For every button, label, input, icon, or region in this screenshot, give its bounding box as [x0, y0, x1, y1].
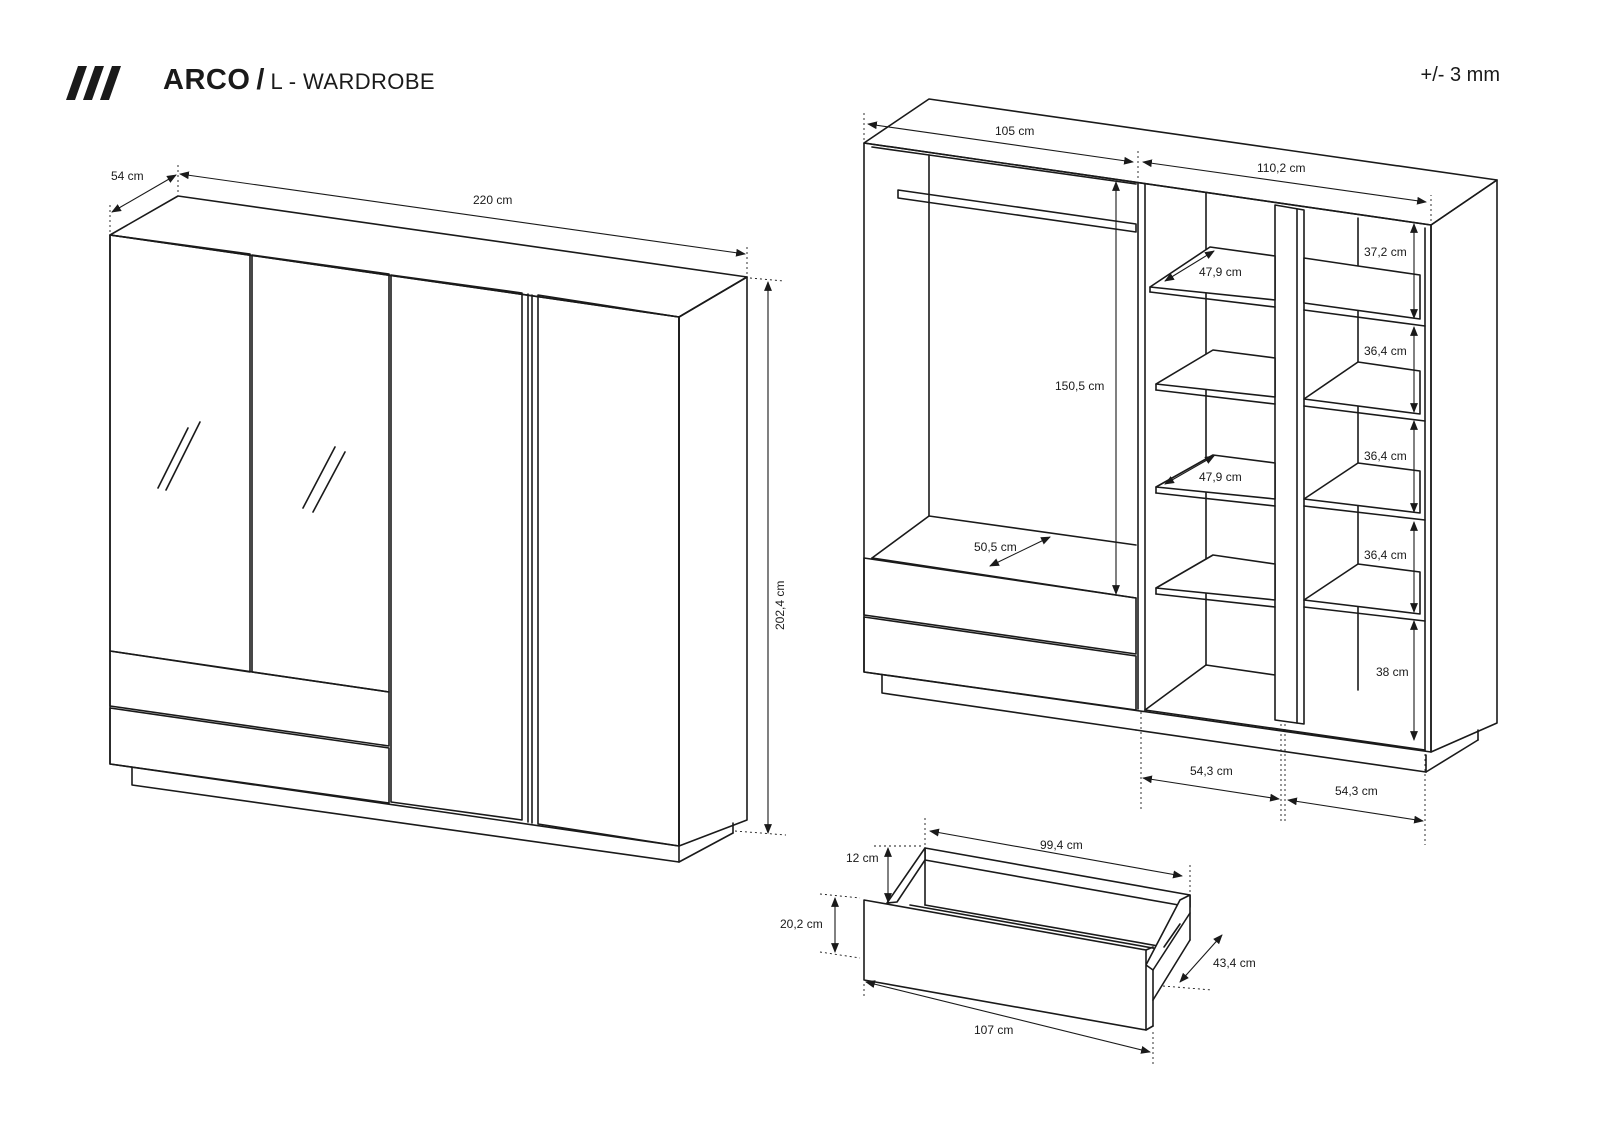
- hanging-rail: [897, 189, 1137, 233]
- interior-drawer-lower: [863, 616, 1137, 711]
- dimension-shelf-gaps: 37,2 cm 36,4 cm 36,4 cm 36,4 cm 38 cm: [1364, 223, 1418, 741]
- shelf-gap-5-label: 38 cm: [1376, 665, 1409, 679]
- door-4-panel: [537, 294, 680, 847]
- dimension-drawer-inner-width: 99,4 cm: [924, 818, 1191, 892]
- dimension-right-section-width: 110,2 cm: [1142, 159, 1432, 221]
- bay-width-left-label: 54,3 cm: [1190, 764, 1233, 778]
- height-label: 202,4 cm: [773, 581, 787, 630]
- exterior-drawer-lower: [109, 707, 390, 804]
- bay-width-right-label: 54,3 cm: [1335, 784, 1378, 798]
- interior-side-panel: [1430, 179, 1498, 753]
- drawer-view: 99,4 cm 12 cm 20,2 cm 43,4 cm 107 cm: [780, 818, 1256, 1066]
- mirror-marks-door-1: [157, 421, 201, 491]
- drawer-left-side: [886, 847, 926, 904]
- shelf-gap-3-label: 36,4 cm: [1364, 449, 1407, 463]
- door-1-panel: [109, 234, 251, 673]
- shelves-right-bay: [1303, 257, 1426, 622]
- page-title: ARCO/L - WARDROBE: [163, 64, 435, 97]
- dimension-bay-widths: 54,3 cm 54,3 cm: [1140, 712, 1426, 845]
- dimension-shelf-depth-mid: 47,9 cm: [1164, 455, 1242, 485]
- door-3-panel: [390, 274, 523, 821]
- exterior-front-frame: [109, 234, 680, 847]
- dimension-shelf-depth-top: 47,9 cm: [1164, 250, 1242, 282]
- brand-name: ARCO: [163, 64, 251, 96]
- exterior-wardrobe-view: 54 cm 220 cm 202,4 cm: [109, 165, 787, 863]
- center-partition: [1274, 204, 1305, 725]
- drawer-inner-width-label: 99,4 cm: [1040, 838, 1083, 852]
- dimension-bottom-depth: 50,5 cm: [974, 536, 1051, 567]
- right-section-width-label: 110,2 cm: [1257, 161, 1305, 175]
- shelf-depth-mid-label: 47,9 cm: [1199, 470, 1242, 484]
- dimension-width-exterior: 220 cm: [179, 171, 748, 274]
- dimension-depth-exterior: 54 cm: [109, 165, 179, 232]
- shelf-gap-1-label: 37,2 cm: [1364, 245, 1407, 259]
- drawer-right-side: [1145, 894, 1191, 971]
- left-section-width-label: 105 cm: [995, 124, 1034, 138]
- dimension-drawer-front-width: 107 cm: [863, 980, 1154, 1066]
- dimension-left-section-width: 105 cm: [863, 112, 1139, 178]
- dimension-drawer-depth: 43,4 cm: [1162, 934, 1256, 991]
- drawer-front-height-label: 20,2 cm: [780, 917, 823, 931]
- tolerance-note: +/- 3 mm: [1420, 64, 1500, 86]
- mirror-marks-door-2: [302, 446, 346, 513]
- depth-label: 54 cm: [111, 169, 144, 183]
- product-name: L - WARDROBE: [270, 69, 435, 94]
- bottom-depth-label: 50,5 cm: [974, 540, 1017, 554]
- exterior-plinth: [131, 766, 680, 863]
- shelf-gap-4-label: 36,4 cm: [1364, 548, 1407, 562]
- drawer-front-width-label: 107 cm: [974, 1023, 1013, 1037]
- exterior-top-surface: [109, 195, 748, 318]
- dimension-height-exterior: 202,4 cm: [734, 277, 787, 836]
- interior-wardrobe-view: 105 cm 110,2 cm 150,5 cm 50,5 cm 47,9 cm…: [863, 98, 1498, 845]
- shelves-left-bay: [1149, 246, 1276, 608]
- shelf-gap-2-label: 36,4 cm: [1364, 344, 1407, 358]
- triple-slash-logo-icon: [66, 66, 121, 100]
- exterior-drawer-upper: [109, 650, 390, 747]
- width-label: 220 cm: [473, 193, 512, 207]
- shelf-depth-top-label: 47,9 cm: [1199, 265, 1242, 279]
- dimension-drawer-front-height: 20,2 cm: [780, 893, 861, 959]
- exterior-side-panel: [678, 276, 748, 847]
- drawer-back-panel: [924, 847, 1191, 908]
- hanging-height-label: 150,5 cm: [1055, 379, 1104, 393]
- dimension-drawer-side-height: 12 cm: [846, 845, 921, 903]
- dimension-hanging-height: 150,5 cm: [1055, 181, 1120, 595]
- interior-drawer-upper: [863, 557, 1137, 655]
- page-header: ARCO/L - WARDROBE +/- 3 mm: [0, 0, 1600, 110]
- interior-front-frame: [863, 142, 1432, 753]
- title-separator: /: [256, 64, 265, 96]
- drawer-side-height-label: 12 cm: [846, 851, 879, 865]
- drawer-depth-label: 43,4 cm: [1213, 956, 1256, 970]
